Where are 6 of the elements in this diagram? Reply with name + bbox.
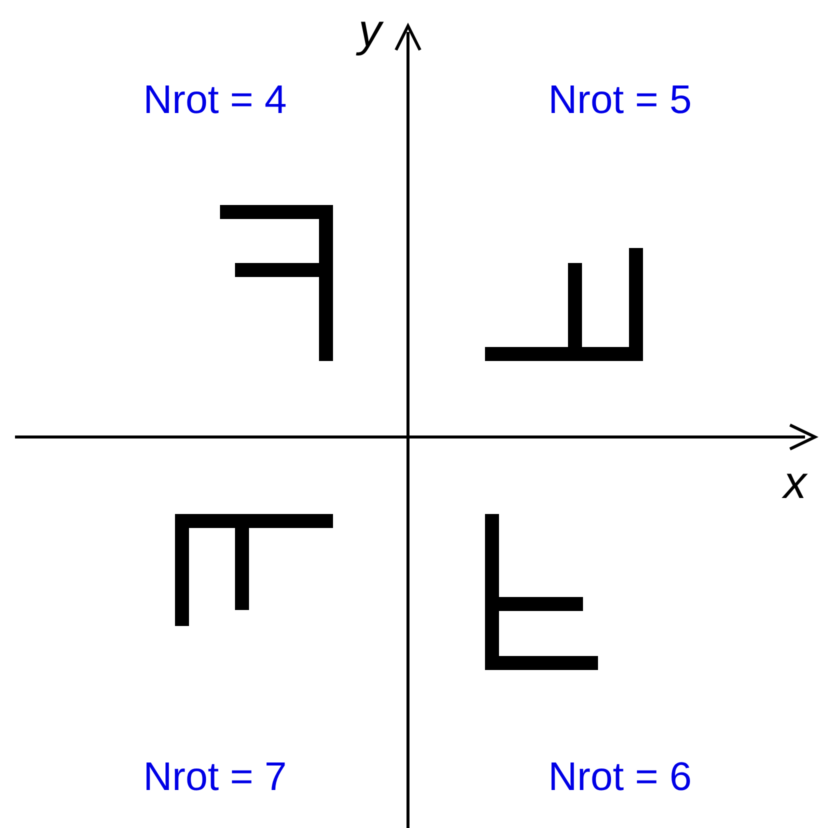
- axis-label: x: [784, 459, 806, 505]
- rotation-label: Nrot = 4: [143, 80, 287, 120]
- rotation-label: Nrot = 6: [548, 757, 692, 797]
- rotation-label: Nrot = 7: [143, 757, 287, 797]
- axis-label: y: [358, 7, 382, 53]
- rotation-label: Nrot = 5: [548, 80, 692, 120]
